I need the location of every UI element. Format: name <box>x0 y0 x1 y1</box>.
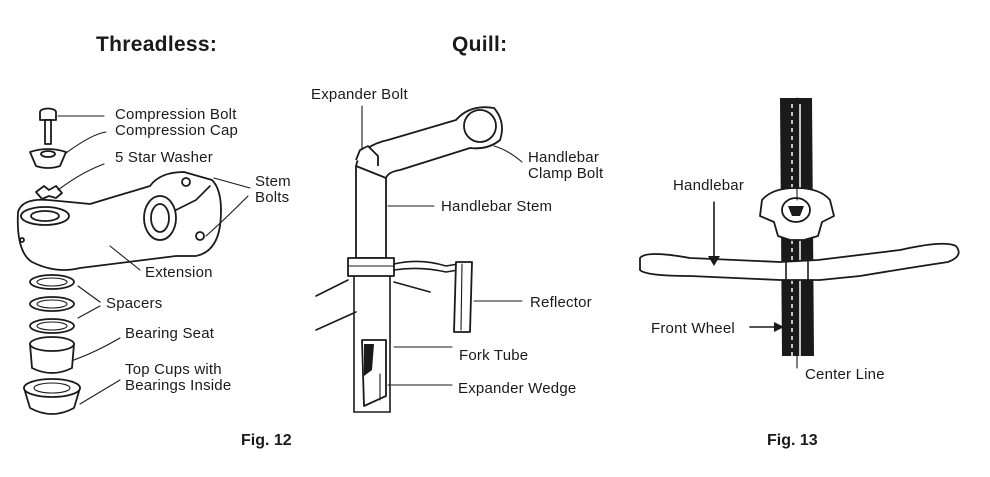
caption-fig-12: Fig. 12 <box>241 432 292 449</box>
star-washer-drawing <box>35 185 63 200</box>
label-front-wheel: Front Wheel <box>651 320 735 337</box>
label-extension: Extension <box>145 264 213 281</box>
alignment-drawing <box>639 97 960 369</box>
label-spacers: Spacers <box>106 295 163 312</box>
caption-fig-13: Fig. 13 <box>767 432 818 449</box>
label-expander-bolt: Expander Bolt <box>311 86 408 103</box>
heading-quill: Quill: <box>452 33 508 56</box>
top-cup-drawing <box>23 378 81 415</box>
label-stem-bolts: Stem Bolts <box>255 173 291 206</box>
label-center-line: Center Line <box>805 366 885 383</box>
compression-bolt-drawing <box>39 107 57 145</box>
label-handlebar: Handlebar <box>673 177 745 194</box>
label-reflector: Reflector <box>530 294 592 311</box>
threadless-exploded-drawing <box>16 107 251 415</box>
label-star-washer: 5 Star Washer <box>115 149 213 166</box>
label-fork-tube: Fork Tube <box>459 347 529 364</box>
label-expander-wedge: Expander Wedge <box>458 380 577 397</box>
label-handlebar-stem: Handlebar Stem <box>441 198 553 215</box>
stem-extension-drawing <box>16 171 222 271</box>
alignment-leader-lines <box>708 201 784 332</box>
label-top-cups: Top Cups with Bearings Inside <box>125 361 232 394</box>
quill-leader-lines <box>387 145 523 386</box>
label-compression-cap: Compression Cap <box>115 122 239 139</box>
threadless-leader-lines <box>57 115 251 405</box>
spacers-drawing <box>29 274 75 334</box>
label-bearing-seat: Bearing Seat <box>125 325 215 342</box>
heading-threadless: Threadless: <box>96 33 218 56</box>
bearing-seat-drawing <box>29 336 75 374</box>
label-handlebar-clamp-bolt: Handlebar Clamp Bolt <box>528 149 604 182</box>
label-compression-bolt: Compression Bolt <box>115 106 237 123</box>
quill-stem-drawing <box>315 105 523 413</box>
compression-cap-drawing <box>29 148 67 169</box>
